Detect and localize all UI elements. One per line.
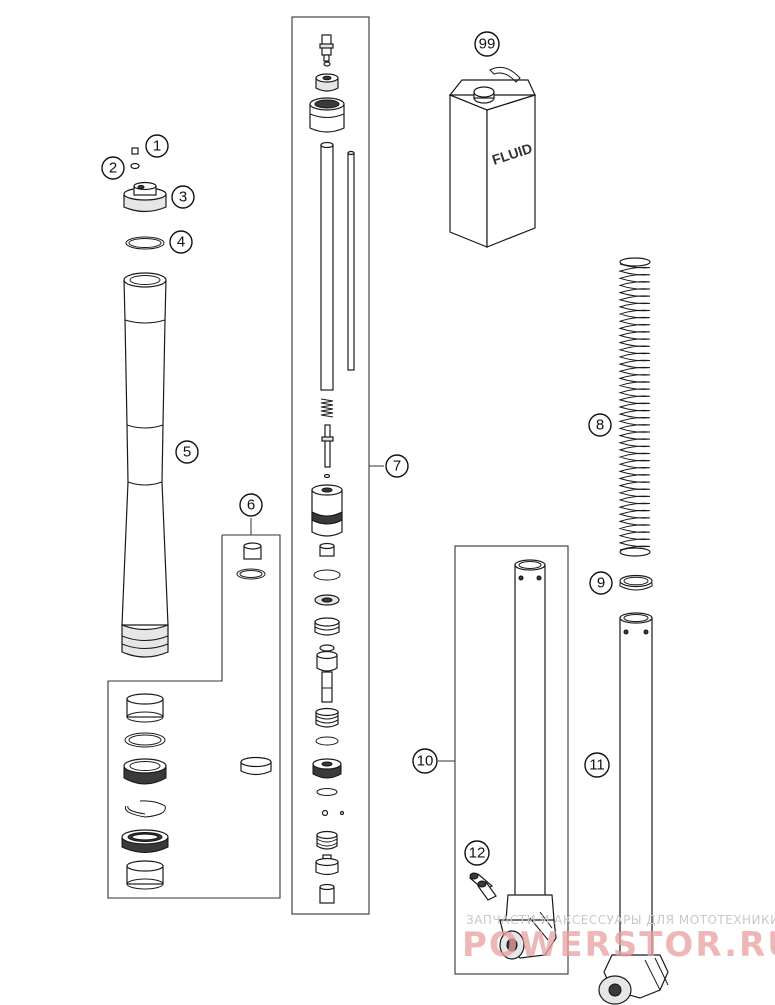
part-6-washer: [124, 732, 166, 748]
leader-lines: [250, 465, 455, 762]
callout-9: 9: [589, 571, 613, 595]
svg-text:2: 2: [109, 160, 117, 177]
frame-group-6: [107, 534, 281, 899]
svg-text:10: 10: [417, 753, 434, 770]
part-7-cartridge-parts: [309, 34, 355, 904]
callout-12: 12: [464, 840, 490, 866]
watermark: ЗАПЧАСТИ И АКСЕССУАРЫ ДЛЯ МОТОТЕХНИКИ PO…: [462, 913, 775, 965]
part-6-bushing-bottom: [126, 860, 164, 890]
svg-text:1: 1: [153, 138, 161, 155]
watermark-brand: POWERSTOR.RU: [462, 925, 775, 965]
callout-7: 7: [385, 454, 409, 478]
part-6-bushing-small: [236, 542, 266, 580]
part-6-dust-seal: [123, 758, 167, 785]
frame-group-10: [454, 545, 569, 975]
svg-text:7: 7: [393, 458, 401, 475]
callout-2: 2: [101, 156, 125, 180]
callout-10: 10: [412, 748, 438, 774]
part-6-bushing-large: [126, 693, 164, 723]
svg-text:12: 12: [469, 845, 486, 862]
part-2-washer: [130, 162, 140, 170]
callout-11: 11: [584, 752, 610, 778]
callout-4: 4: [169, 230, 193, 254]
part-12-bolts: [468, 872, 497, 901]
part-11-inner-tube: [598, 612, 669, 1005]
svg-text:11: 11: [589, 757, 605, 774]
part-6-circlip: [124, 800, 166, 818]
svg-text:9: 9: [597, 575, 605, 592]
svg-text:8: 8: [596, 417, 604, 434]
part-5-outer-tube: [121, 272, 169, 658]
callout-5: 5: [175, 440, 199, 464]
callout-99: 99: [474, 31, 500, 57]
svg-text:6: 6: [247, 497, 255, 514]
part-10-inner-tube: [499, 559, 557, 960]
part-6-oil-seal: [121, 829, 169, 853]
callout-6: 6: [239, 493, 263, 517]
part-1-screw: [131, 147, 139, 155]
part-3-screw-cap: [123, 181, 167, 213]
svg-text:4: 4: [177, 234, 185, 251]
part-8-fork-spring: [618, 257, 651, 557]
svg-text:99: 99: [479, 36, 496, 53]
callout-8: 8: [588, 413, 612, 437]
svg-text:5: 5: [183, 444, 191, 461]
part-6-bushing-side: [240, 756, 272, 776]
part-9-spacer: [619, 574, 653, 591]
callout-3: 3: [171, 185, 195, 209]
svg-text:3: 3: [179, 189, 187, 206]
part-4-o-ring: [125, 236, 165, 250]
callout-1: 1: [145, 134, 169, 158]
watermark-caption: ЗАПЧАСТИ И АКСЕССУАРЫ ДЛЯ МОТОТЕХНИКИ: [466, 913, 775, 927]
part-99-fluid-can: FLUID: [448, 66, 536, 248]
